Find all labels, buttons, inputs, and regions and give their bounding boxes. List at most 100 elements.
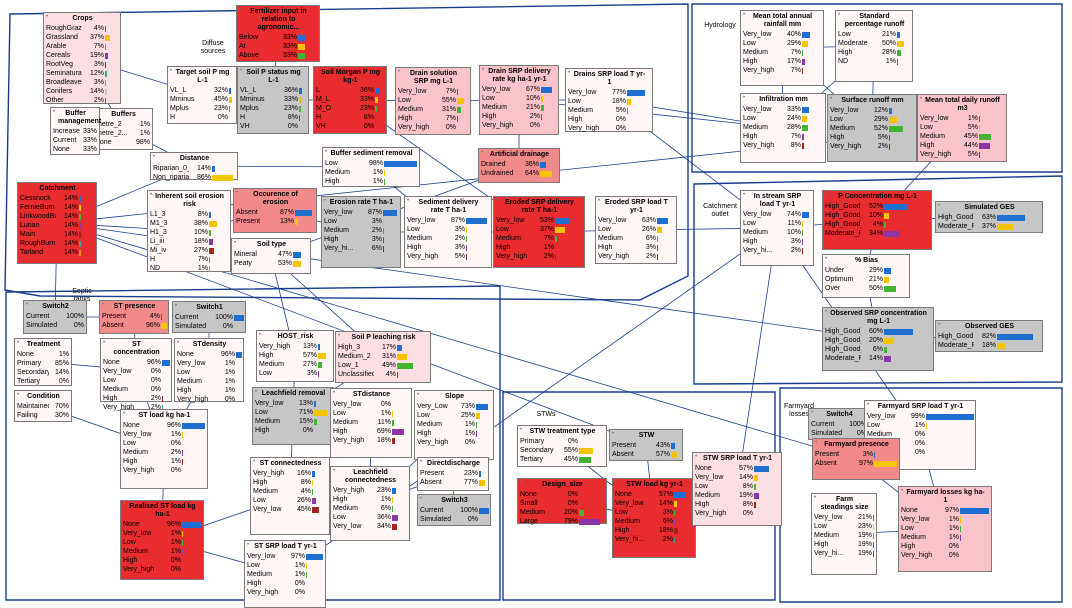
state-percent: 21% (861, 275, 884, 284)
state-bar-track (802, 248, 812, 254)
state-label: Medium (247, 570, 283, 579)
state-label: At (239, 42, 275, 51)
state-bar (457, 107, 461, 113)
node-fertilizer[interactable]: •Fertilizer input in relation to agronom… (236, 5, 320, 62)
state-percent: 7% (186, 255, 209, 264)
state-label: Very_low (920, 114, 956, 123)
node-simulated-ges[interactable]: •Simulated GESHigh_Good63%Moderate_Poor3… (935, 201, 1043, 233)
node-marker-icon: • (938, 322, 940, 328)
state-bar (997, 215, 1025, 221)
state-label: Very_high (123, 565, 159, 574)
state-bar (375, 106, 377, 112)
state-percent: 1% (453, 429, 476, 438)
state-label: Medium (695, 491, 731, 500)
node-marker-icon: • (615, 480, 617, 486)
state-label: ND (150, 264, 186, 273)
state-bar-track (884, 204, 930, 210)
state-bar-track (540, 162, 558, 168)
state-label: Absent (815, 459, 851, 468)
node-distance[interactable]: •DistanceRiparian_0_10014%Non_riparian_1… (150, 152, 238, 180)
state-bar-track (579, 439, 605, 445)
state-bar-track (802, 221, 812, 227)
state-label: Current (811, 420, 846, 429)
state-percent: 10% (779, 228, 802, 237)
state-bar-track (997, 334, 1041, 340)
state-percent: 5% (604, 106, 627, 115)
node-marker-icon: • (814, 495, 816, 501)
node-p-concentration[interactable]: •P Concentration mg L-1High_Good_T...52%… (822, 190, 932, 250)
state-percent: 49% (374, 361, 397, 370)
state-bar-track (383, 246, 399, 252)
state-label: High_Good (938, 332, 974, 341)
state-bar-track (627, 99, 651, 105)
state-label: Cereals (46, 51, 82, 60)
node-observed-ges[interactable]: •Observed GESHigh_Good82%Moderate_Poor18… (935, 320, 1043, 352)
state-percent: 98% (361, 159, 384, 168)
state-bar (979, 152, 980, 158)
node-crops[interactable]: •CropsRoughGrazing4%Grassland37%Arable7%… (43, 12, 121, 104)
